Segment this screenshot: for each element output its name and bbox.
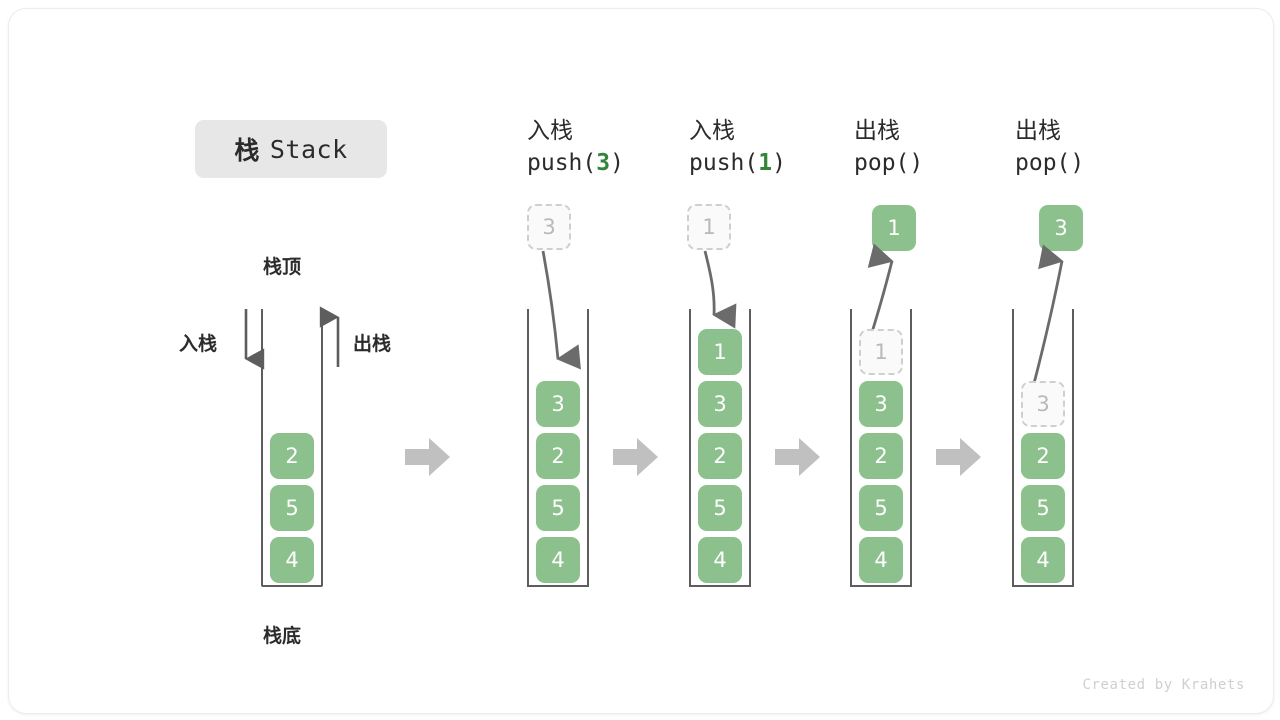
stack-cell: 5 (536, 485, 580, 531)
column-header-code: push(1) (689, 149, 786, 178)
column-header-pop-2: 出栈 pop() (1015, 117, 1084, 179)
tube-floor (261, 585, 323, 587)
column-header-cn: 出栈 (1015, 118, 1061, 144)
column-header-cn: 入栈 (689, 118, 735, 144)
pop-direction-arrow (319, 306, 340, 367)
stack-cell: 5 (698, 485, 742, 531)
step-arrow (613, 438, 658, 476)
tube-wall-right (749, 309, 751, 585)
tube-floor (850, 585, 912, 587)
column-header-cn: 入栈 (527, 118, 573, 144)
stack-cell: 5 (270, 485, 314, 531)
popped-cell: 1 (872, 205, 916, 251)
push-flow-arrow (703, 250, 737, 329)
tube-wall-left (850, 309, 852, 585)
stack-cell-ghost: 3 (1021, 381, 1065, 427)
tube-wall-right (910, 309, 912, 585)
tube-wall-left (689, 309, 691, 585)
column-header-code: push(3) (527, 149, 624, 178)
tube-wall-right (587, 309, 589, 585)
code-suffix: ) (772, 150, 786, 177)
column-header-push-1: 入栈 push(1) (689, 117, 786, 179)
code-prefix: push( (689, 150, 759, 177)
tube-wall-left (261, 309, 263, 585)
stack-cell: 1 (698, 329, 742, 375)
stack-cell: 3 (536, 381, 580, 427)
tube-floor (1012, 585, 1074, 587)
push-direction-arrow (244, 309, 265, 370)
step-arrow (775, 438, 820, 476)
stack-cell: 5 (1021, 485, 1065, 531)
stack-cell: 5 (859, 485, 903, 531)
stack-cell: 2 (536, 433, 580, 479)
stack-cell: 4 (1021, 537, 1065, 583)
code-suffix: ) (909, 150, 924, 177)
column-header-pop-1: 出栈 pop() (854, 117, 923, 179)
label-pop-side: 出栈 (353, 333, 392, 355)
column-header-cn: 出栈 (854, 118, 900, 144)
stack-cell: 3 (698, 381, 742, 427)
code-prefix: pop( (1015, 150, 1071, 177)
tube-floor (527, 585, 589, 587)
code-argument: 1 (758, 150, 773, 177)
tube-wall-right (321, 309, 323, 585)
push-flow-arrow (541, 250, 581, 370)
label-stack-bottom: 栈底 (263, 625, 302, 647)
code-prefix: push( (527, 150, 597, 177)
pop-flow-arrow (1029, 244, 1064, 396)
stack-cell: 4 (698, 537, 742, 583)
watermark: Created by Krahets (1082, 677, 1245, 693)
code-argument: 3 (596, 150, 611, 177)
popped-cell: 3 (1039, 205, 1083, 251)
label-push-side: 入栈 (179, 333, 218, 355)
code-suffix: ) (610, 150, 624, 177)
page-title: 栈 Stack (195, 120, 387, 178)
stack-cell: 3 (859, 381, 903, 427)
column-header-code: pop() (854, 149, 923, 178)
tube-floor (689, 585, 751, 587)
tube-wall-left (1012, 309, 1014, 585)
floating-ghost-cell: 3 (527, 204, 571, 250)
stack-cell: 2 (698, 433, 742, 479)
column-header-code: pop() (1015, 149, 1084, 178)
code-suffix: ) (1070, 150, 1085, 177)
tube-wall-left (527, 309, 529, 585)
label-stack-top: 栈顶 (263, 256, 302, 278)
stack-cell: 4 (270, 537, 314, 583)
step-arrow (405, 438, 450, 476)
stack-cell: 2 (1021, 433, 1065, 479)
code-prefix: pop( (854, 150, 910, 177)
stack-cell-ghost: 1 (859, 329, 903, 375)
floating-ghost-cell: 1 (687, 204, 731, 250)
page-title-en: Stack (269, 134, 348, 164)
column-header-push-3: 入栈 push(3) (527, 117, 624, 179)
page-title-cn: 栈 (234, 136, 260, 165)
stack-cell: 4 (536, 537, 580, 583)
tube-wall-right (1072, 309, 1074, 585)
stack-cell: 4 (859, 537, 903, 583)
step-arrow (936, 438, 981, 476)
stack-cell: 2 (859, 433, 903, 479)
stack-cell: 2 (270, 433, 314, 479)
